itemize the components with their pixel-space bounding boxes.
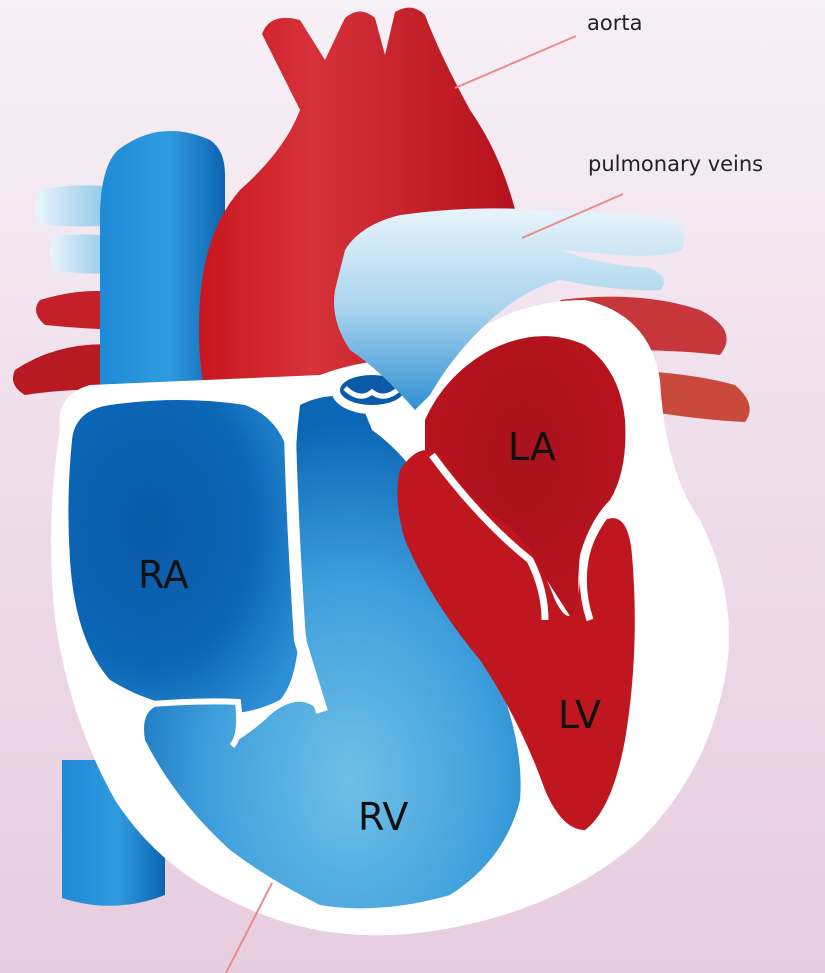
la-label: LA (508, 425, 556, 469)
ra-label: RA (138, 553, 189, 597)
pulmonary-veins-label: pulmonary veins (588, 152, 763, 176)
rv-label: RV (358, 795, 408, 839)
lv-label: LV (558, 693, 601, 737)
aorta-label: aorta (587, 11, 642, 35)
aorta-leader-line (455, 36, 576, 88)
